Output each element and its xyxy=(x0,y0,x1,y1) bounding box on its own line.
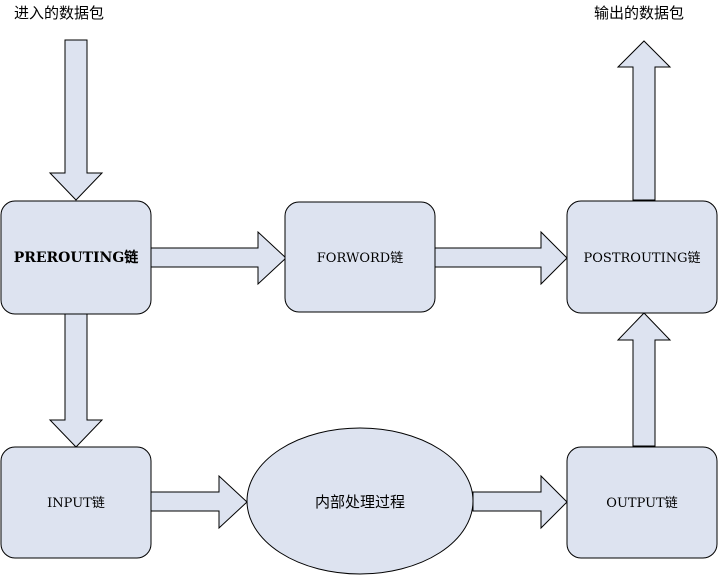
arrow-prerouting-to-input xyxy=(48,313,104,448)
arrow-postrouting-to-outgoing xyxy=(616,40,672,201)
prerouting-chain-box xyxy=(0,200,152,315)
arrow-internal-to-output xyxy=(472,474,568,530)
arrow-forword-to-postrouting xyxy=(434,230,568,286)
postrouting-chain-label: POSTROUTING链 xyxy=(584,251,701,266)
input-chain-box xyxy=(0,446,152,559)
forword-chain-box xyxy=(284,201,436,313)
arrow-incoming-to-prerouting xyxy=(48,39,104,201)
internal-process-ellipse xyxy=(246,427,474,575)
forword-chain-label: FORWORD链 xyxy=(317,251,403,266)
output-chain-label: OUTPUT链 xyxy=(606,496,677,511)
arrow-prerouting-to-forword xyxy=(150,230,287,286)
prerouting-chain-label: PREROUTING链 xyxy=(14,249,140,266)
input-chain-label: INPUT链 xyxy=(47,496,105,511)
arrow-input-to-internal xyxy=(150,474,248,530)
postrouting-chain-box xyxy=(566,200,718,314)
output-chain-box xyxy=(566,446,718,559)
arrow-output-to-postrouting xyxy=(616,312,672,447)
incoming-packets-label: 进入的数据包 xyxy=(14,4,104,22)
internal-process-label: 内部处理过程 xyxy=(315,493,405,511)
outgoing-packets-label: 输出的数据包 xyxy=(594,4,684,22)
